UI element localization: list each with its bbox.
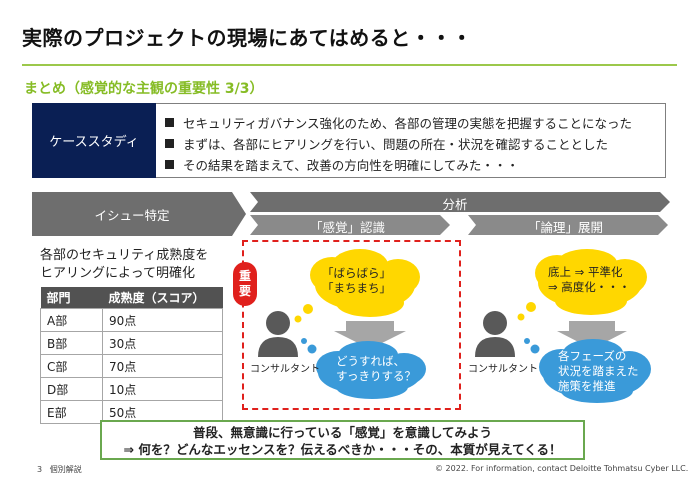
table-cell-dept: C部: [40, 354, 103, 378]
sensory-yellow-text: 「ばらばら」 「まちまち」: [322, 266, 391, 295]
page-number: 3: [37, 465, 43, 474]
table-cell-score: 90点: [102, 308, 223, 332]
logic-person-caption: コンサルタント: [468, 364, 538, 375]
maturity-table: 部門 成熟度（スコア） A部 90点 B部 30点 C部 70点 D部 10点 …: [40, 287, 223, 424]
bullet-square-icon: [165, 160, 174, 169]
sensory-label: 「感覚」認識: [309, 220, 385, 235]
table-header-score: 成熟度（スコア）: [102, 287, 223, 309]
bullet-square-icon: [165, 118, 174, 127]
analysis-label: 分析: [442, 197, 468, 212]
table-header-row: 部門 成熟度（スコア）: [40, 287, 223, 309]
analysis-chevron-shape: [250, 192, 670, 212]
sensory-blue-text: どうすれば、 すっきりする？: [336, 354, 417, 383]
table-row: B部 30点: [40, 331, 223, 355]
sensory-chevron-shape: [250, 215, 450, 235]
issue-label: イシュー特定: [94, 208, 170, 223]
bullet-square-icon: [165, 139, 174, 148]
footer-copyright: © 2022. For information, contact Deloitt…: [435, 464, 689, 473]
table-cell-dept: A部: [40, 308, 103, 332]
blue-thought-bubble: [301, 338, 426, 399]
footer-section: 個別解説: [49, 465, 82, 474]
table-cell-dept: B部: [40, 331, 103, 355]
table-cell-score: 70点: [102, 354, 223, 378]
case-bullet-2: まずは、各部にヒアリングを行い、問題の所在・状況を確認することとした: [165, 134, 608, 153]
title-divider: [22, 64, 677, 66]
consultant-icon: [475, 311, 515, 357]
issue-chevron: イシュー特定: [32, 192, 246, 236]
blue-thought-bubble: [524, 338, 651, 403]
logic-graphics: [475, 249, 651, 403]
table-row: A部 90点: [40, 308, 223, 332]
table-row: D部 10点: [40, 377, 223, 401]
section-subtitle: まとめ（感覚的な主観の重要性 3/3）: [24, 81, 264, 97]
conclusion-line-2: ⇒ 何を？どんなエッセンスを？伝えるべきか・・・その、本質が見えてくる！: [123, 442, 562, 457]
sensory-graphics: [258, 249, 426, 399]
table-cell-dept: E部: [40, 400, 103, 424]
table-header-dept: 部門: [40, 287, 103, 309]
table-cell-score: 10点: [102, 377, 223, 401]
sensory-person-caption: コンサルタント: [250, 364, 320, 375]
logic-yellow-text: 底上 ⇒ 平準化 ⇒ 高度化・・・: [548, 265, 631, 294]
down-arrow-icon: [557, 321, 627, 349]
table-row: C部 70点: [40, 354, 223, 378]
logic-chevron-shape: [468, 215, 668, 235]
analysis-chevron: 分析: [250, 192, 670, 212]
case-bullet-3: その結果を踏まえて、改善の方向性を明確にしてみた・・・: [165, 155, 519, 174]
consultant-icon: [258, 311, 298, 357]
case-bullet-1: セキュリティガバナンス強化のため、各部の管理の実態を把握することになった: [165, 113, 632, 132]
case-study-label: ケーススタディ: [32, 103, 156, 178]
issue-chevron-shape: [32, 192, 246, 236]
important-badge: 重要: [233, 262, 257, 306]
logic-label: 「論理」展開: [527, 220, 603, 235]
footer-page-info: 3 個別解説: [37, 464, 82, 475]
down-arrow-icon: [334, 321, 406, 349]
table-cell-dept: D部: [40, 377, 103, 401]
table-cell-score: 30点: [102, 331, 223, 355]
issue-description: 各部のセキュリティ成熟度を ヒアリングによって明確化: [40, 248, 209, 281]
page-title: 実際のプロジェクトの現場にあてはめると・・・: [22, 26, 473, 50]
logic-chevron: 「論理」展開: [468, 215, 668, 235]
sensory-highlight-box: [242, 240, 461, 410]
conclusion-line-1: 普段、無意識に行っている「感覚」を意識してみよう: [192, 425, 492, 440]
conclusion-box: 普段、無意識に行っている「感覚」を意識してみよう ⇒ 何を？どんなエッセンスを？…: [100, 420, 585, 460]
sensory-chevron: 「感覚」認識: [250, 215, 450, 235]
logic-blue-text: 各フェーズの 状況を踏まえた 施策を推進: [558, 349, 639, 393]
case-study-box: セキュリティガバナンス強化のため、各部の管理の実態を把握することになった まずは…: [156, 103, 666, 178]
yellow-thought-bubble: [517, 249, 647, 321]
yellow-thought-bubble: [294, 249, 420, 323]
